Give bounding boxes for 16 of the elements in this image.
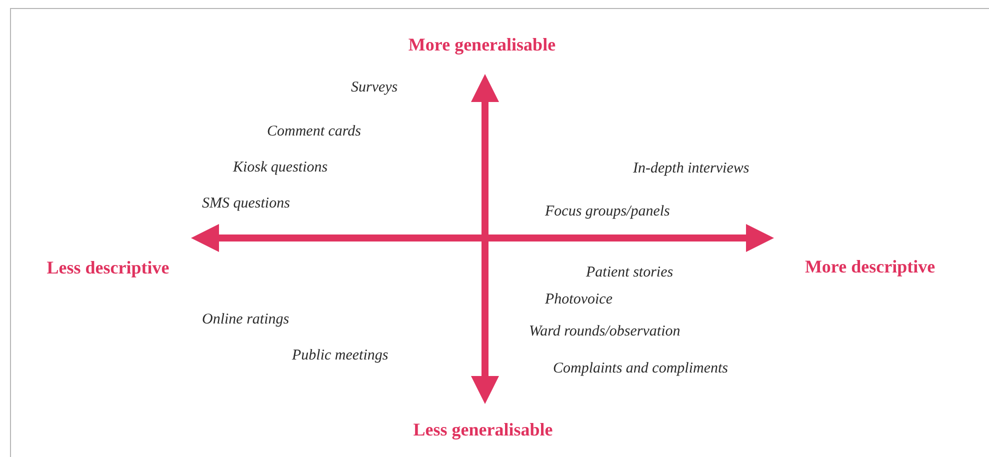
axis-label: More descriptive: [804, 256, 936, 278]
method-label: Surveys: [351, 80, 398, 96]
method-label: In-depth interviews: [633, 160, 750, 178]
axis-label: Less descriptive: [46, 258, 170, 278]
method-label: Focus groups/panels: [545, 204, 670, 220]
method-label: Kiosk questions: [233, 160, 328, 176]
method-label: Photovoice: [545, 292, 612, 308]
axis-label: More generalisable: [408, 34, 556, 56]
method-label: Comment cards: [267, 124, 362, 140]
method-label: Complaints and compliments: [553, 360, 728, 378]
method-label: Patient stories: [586, 264, 674, 282]
axis-label: Less generalisable: [413, 420, 553, 440]
method-label: Ward rounds/observation: [529, 324, 680, 340]
method-label: SMS questions: [202, 196, 290, 212]
method-label: Public meetings: [292, 348, 388, 364]
method-label: Online ratings: [202, 312, 290, 328]
